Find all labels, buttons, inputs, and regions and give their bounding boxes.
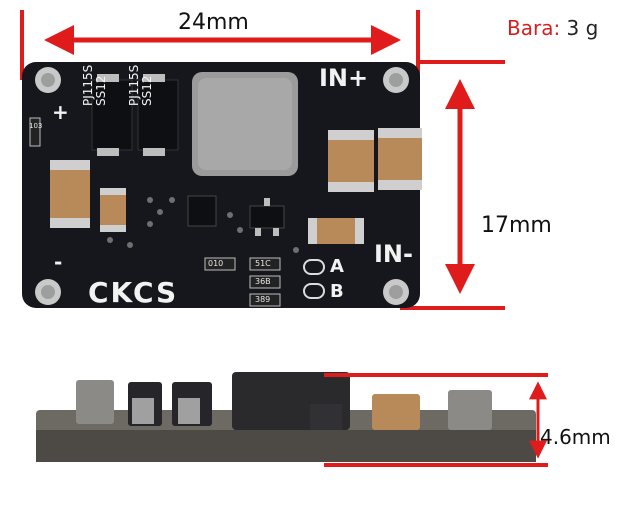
capacitor	[100, 188, 126, 232]
weight-label: Bara: 3 g	[507, 16, 598, 40]
mounting-hole	[35, 279, 61, 305]
capacitor	[378, 128, 422, 190]
weight-value: 3 g	[560, 16, 599, 40]
resistor	[249, 257, 281, 271]
pad-b-label: B	[330, 281, 344, 302]
resistor-code: 103	[29, 122, 43, 130]
pad-a-label: A	[330, 256, 344, 277]
height-dimension	[400, 60, 505, 310]
resistor-code: 389	[255, 295, 271, 304]
thickness-dimension-label: 4.6mm	[540, 425, 611, 449]
resistor-code: 010	[208, 259, 224, 268]
mounting-hole	[383, 67, 409, 93]
solder-pad-a	[303, 259, 325, 275]
mounting-hole	[383, 279, 409, 305]
width-dimension	[20, 10, 420, 80]
vias	[107, 197, 299, 253]
side-chip	[310, 404, 342, 430]
ic-2-line2: SS12	[140, 75, 154, 106]
ic-2-line1: PJ115S	[127, 64, 141, 106]
ic-2-marking: PJ115S SS12	[127, 36, 154, 106]
capacitor	[328, 130, 374, 192]
thickness-dimension	[324, 373, 548, 467]
ic-1-line2: SS12	[94, 75, 108, 106]
resistor-code: 36B	[255, 277, 271, 286]
inductor	[192, 72, 298, 176]
side-capacitor	[372, 394, 420, 430]
solder-pad-b	[303, 283, 325, 299]
capacitor	[308, 218, 364, 244]
pcb-board-side	[36, 372, 536, 462]
ic-1-marking: PJ115S SS12	[81, 36, 108, 106]
weight-key: Bara:	[507, 16, 561, 40]
width-dimension-label: 24mm	[178, 10, 249, 35]
minus-sign: -	[54, 250, 63, 274]
resistor	[204, 257, 236, 271]
diode-chip-1	[91, 74, 133, 156]
in-plus-label: IN+	[319, 64, 369, 92]
resistor	[29, 117, 41, 147]
resistor	[249, 275, 281, 289]
pcb-board-top	[22, 62, 422, 308]
diode-chip-2	[137, 74, 179, 156]
side-capacitor	[76, 380, 114, 424]
in-minus-label: IN-	[374, 240, 413, 268]
capacitor	[50, 160, 90, 228]
plus-sign: +	[52, 100, 69, 124]
controller-chip	[187, 195, 217, 227]
resistor-code: 51C	[255, 259, 271, 268]
resistor	[249, 293, 281, 307]
mounting-hole	[35, 67, 61, 93]
ic-1-line1: PJ115S	[81, 64, 95, 106]
height-dimension-label: 17mm	[481, 213, 552, 238]
brand-logo: CKCS	[88, 276, 179, 309]
transistor-chip	[249, 198, 285, 236]
side-capacitor	[448, 390, 492, 430]
